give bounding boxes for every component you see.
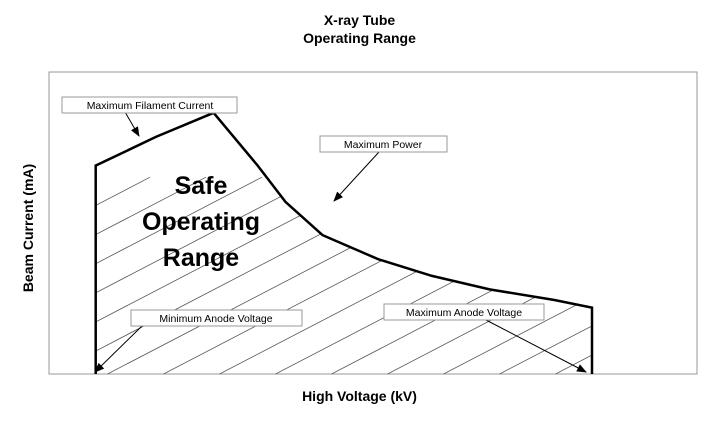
region-label-line-1: Safe bbox=[175, 172, 228, 200]
plot-frame bbox=[48, 71, 698, 375]
hatch-fill bbox=[0, 176, 719, 380]
max-filament-current-arrow bbox=[124, 111, 140, 137]
hatch-line bbox=[95, 176, 263, 375]
region-label-line-2: Operating bbox=[142, 208, 260, 236]
max-power-arrow bbox=[333, 151, 380, 202]
max-anode-voltage-label: Maximum Anode Voltage bbox=[406, 307, 522, 319]
min-anode-voltage-box bbox=[130, 309, 303, 327]
max-power-label: Maximum Power bbox=[344, 139, 423, 151]
hatch-line bbox=[319, 176, 592, 375]
hatch-line bbox=[487, 176, 592, 375]
hatch-line bbox=[375, 176, 592, 375]
hatch-line bbox=[0, 177, 94, 380]
min-anode-voltage-arrow bbox=[94, 325, 143, 373]
region-label-line-3: Range bbox=[163, 244, 240, 272]
max-filament-current-label: Maximum Filament Current bbox=[87, 100, 214, 112]
chart-title-line-1: X-ray Tube bbox=[323, 12, 396, 28]
hatch-line bbox=[712, 177, 719, 380]
x-axis-label: High Voltage (kV) bbox=[302, 388, 417, 404]
hatch-line bbox=[95, 176, 319, 375]
max-power-box bbox=[319, 135, 448, 153]
min-anode-voltage-label: Minimum Anode Voltage bbox=[159, 313, 272, 325]
hatch-line bbox=[263, 176, 592, 375]
hatch-line bbox=[656, 177, 719, 380]
max-anode-voltage-arrow bbox=[485, 319, 587, 373]
y-axis-label: Beam Current (mA) bbox=[20, 163, 36, 293]
max-filament-current-box bbox=[61, 96, 238, 114]
hatch-line bbox=[207, 176, 592, 375]
hatch-line bbox=[600, 177, 719, 380]
operating-boundary-line bbox=[94, 111, 594, 374]
hatch-line bbox=[95, 176, 207, 375]
max-anode-voltage-box bbox=[383, 303, 545, 321]
hatch-line bbox=[431, 176, 592, 375]
chart-title-line-2: Operating Range bbox=[303, 30, 416, 46]
hatch-line bbox=[543, 176, 592, 375]
